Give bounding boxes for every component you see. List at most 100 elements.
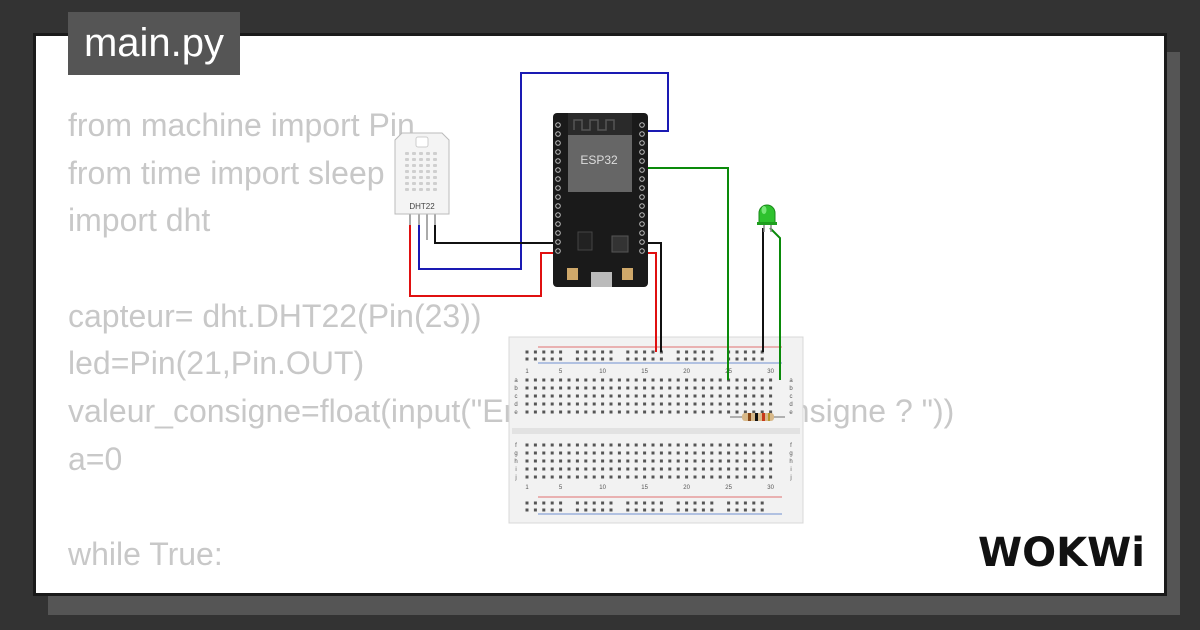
esp32-pin[interactable] [639,140,645,146]
breadboard-hole[interactable] [542,357,546,361]
breadboard-hole[interactable] [718,410,722,414]
breadboard-hole[interactable] [525,451,529,455]
breadboard-hole[interactable] [559,451,563,455]
breadboard-hole[interactable] [693,501,697,505]
breadboard-hole[interactable] [533,508,537,512]
esp32-pins[interactable] [555,122,645,254]
breadboard-hole[interactable] [542,378,546,382]
breadboard-hole[interactable] [643,443,647,447]
esp32-pin[interactable] [555,167,561,173]
breadboard-hole[interactable] [542,443,546,447]
breadboard-hole[interactable] [592,459,596,463]
breadboard-hole[interactable] [567,459,571,463]
breadboard-hole[interactable] [760,357,764,361]
breadboard-hole[interactable] [769,443,773,447]
breadboard-hole[interactable] [609,443,613,447]
breadboard-hole[interactable] [685,402,689,406]
breadboard-hole[interactable] [760,443,764,447]
breadboard-holes[interactable] [525,350,773,512]
breadboard-hole[interactable] [676,410,680,414]
breadboard-hole[interactable] [659,410,663,414]
breadboard-hole[interactable] [651,451,655,455]
breadboard-hole[interactable] [601,475,605,479]
breadboard-hole[interactable] [575,378,579,382]
breadboard-hole[interactable] [575,459,579,463]
esp32-pin[interactable] [639,122,645,128]
breadboard-hole[interactable] [735,402,739,406]
breadboard-hole[interactable] [533,475,537,479]
breadboard-hole[interactable] [752,443,756,447]
breadboard-hole[interactable] [601,451,605,455]
breadboard-hole[interactable] [701,402,705,406]
esp32-pin[interactable] [555,221,561,227]
breadboard-hole[interactable] [550,451,554,455]
breadboard-hole[interactable] [701,508,705,512]
breadboard-hole[interactable] [735,357,739,361]
breadboard-hole[interactable] [542,451,546,455]
esp32-pin[interactable] [555,203,561,209]
led[interactable] [757,204,777,232]
breadboard-hole[interactable] [685,357,689,361]
breadboard-hole[interactable] [601,394,605,398]
breadboard-hole[interactable] [769,378,773,382]
esp32-pin[interactable] [555,212,561,218]
breadboard-hole[interactable] [559,410,563,414]
breadboard-hole[interactable] [550,459,554,463]
breadboard-hole[interactable] [651,467,655,471]
breadboard-hole[interactable] [559,443,563,447]
breadboard-hole[interactable] [609,451,613,455]
breadboard-hole[interactable] [693,402,697,406]
breadboard-hole[interactable] [735,501,739,505]
breadboard-hole[interactable] [609,467,613,471]
breadboard-hole[interactable] [584,508,588,512]
breadboard-hole[interactable] [525,459,529,463]
breadboard-hole[interactable] [710,467,714,471]
breadboard-hole[interactable] [643,378,647,382]
breadboard-hole[interactable] [584,467,588,471]
breadboard-hole[interactable] [617,443,621,447]
breadboard-hole[interactable] [701,394,705,398]
breadboard-hole[interactable] [701,350,705,354]
breadboard-hole[interactable] [743,410,747,414]
breadboard-hole[interactable] [659,459,663,463]
esp32-pin[interactable] [555,185,561,191]
breadboard-hole[interactable] [592,350,596,354]
breadboard-hole[interactable] [769,467,773,471]
breadboard-hole[interactable] [550,467,554,471]
breadboard-hole[interactable] [609,350,613,354]
breadboard-hole[interactable] [525,443,529,447]
esp32-pin[interactable] [639,131,645,137]
breadboard-hole[interactable] [701,467,705,471]
breadboard-hole[interactable] [559,386,563,390]
breadboard-hole[interactable] [743,386,747,390]
breadboard-hole[interactable] [601,378,605,382]
breadboard-hole[interactable] [743,508,747,512]
breadboard-hole[interactable] [735,508,739,512]
breadboard-hole[interactable] [609,394,613,398]
breadboard-hole[interactable] [634,467,638,471]
breadboard-hole[interactable] [769,402,773,406]
breadboard-hole[interactable] [668,402,672,406]
breadboard-hole[interactable] [735,350,739,354]
breadboard-hole[interactable] [626,386,630,390]
breadboard-hole[interactable] [718,378,722,382]
breadboard-hole[interactable] [693,443,697,447]
breadboard-hole[interactable] [760,402,764,406]
breadboard-hole[interactable] [601,459,605,463]
esp32-pin[interactable] [639,194,645,200]
breadboard-hole[interactable] [752,386,756,390]
breadboard-hole[interactable] [643,350,647,354]
breadboard-hole[interactable] [735,443,739,447]
breadboard-hole[interactable] [752,410,756,414]
breadboard-hole[interactable] [760,386,764,390]
breadboard-hole[interactable] [550,350,554,354]
breadboard-hole[interactable] [752,402,756,406]
breadboard-hole[interactable] [626,357,630,361]
breadboard-hole[interactable] [693,467,697,471]
breadboard-hole[interactable] [659,451,663,455]
breadboard-hole[interactable] [760,410,764,414]
breadboard-hole[interactable] [769,386,773,390]
breadboard-hole[interactable] [718,394,722,398]
breadboard-hole[interactable] [592,501,596,505]
breadboard-hole[interactable] [634,402,638,406]
